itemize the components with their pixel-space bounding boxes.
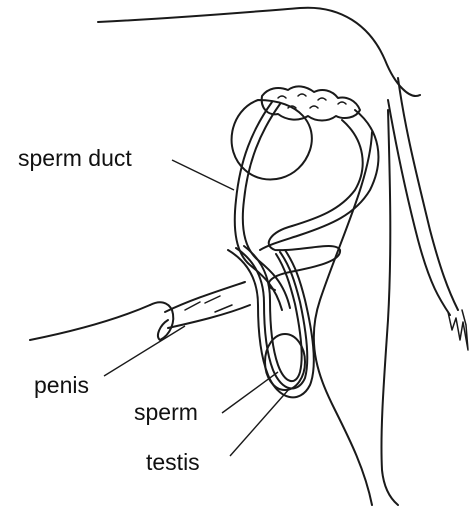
- penis-label: penis: [34, 372, 89, 398]
- tail-tuft: [448, 310, 468, 350]
- belly-outline: [30, 305, 150, 340]
- sperm-duct-line-a: [235, 102, 282, 310]
- sperm-leader: [222, 372, 278, 413]
- penis-folds: [185, 296, 232, 312]
- testis-leader: [230, 388, 290, 456]
- sperm-label: sperm: [134, 399, 198, 425]
- cord-mid: [236, 248, 307, 388]
- bladder-outline: [232, 100, 312, 180]
- sheath-outline: [150, 302, 173, 340]
- penis-shaft-lower: [168, 305, 250, 328]
- sperm-duct-leader: [172, 160, 234, 190]
- hind-leg-front-outline: [314, 132, 372, 505]
- testis-label: testis: [146, 449, 200, 475]
- back-outline: [98, 8, 420, 96]
- hind-leg-back-outline: [381, 110, 398, 505]
- sperm-duct-label: sperm duct: [18, 145, 132, 171]
- tail-outline-left: [388, 100, 450, 315]
- penis-shaft-upper: [165, 282, 245, 312]
- penis-leader: [104, 326, 185, 376]
